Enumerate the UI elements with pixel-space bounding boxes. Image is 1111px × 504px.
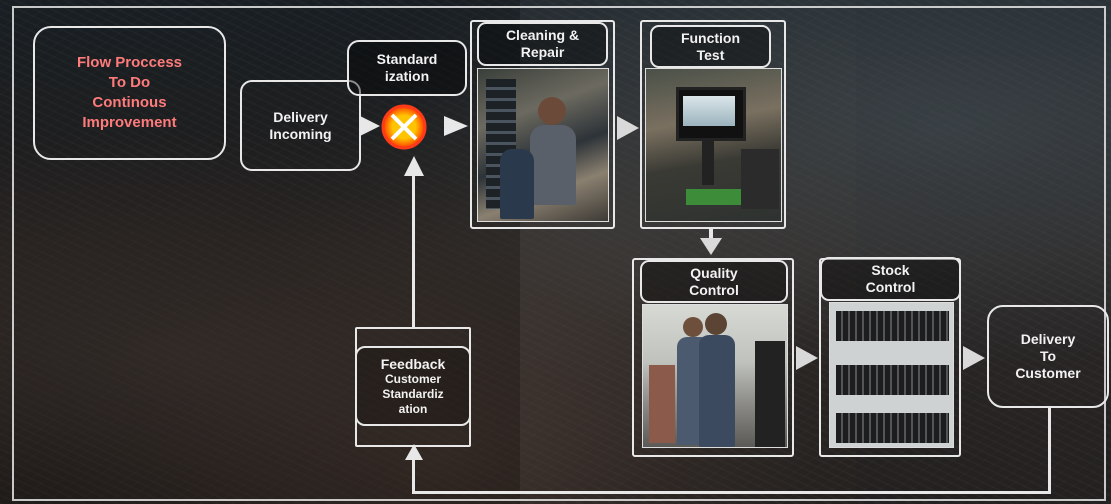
cleaning-repair-photo [477, 68, 609, 222]
feedback-title: Feedback [380, 355, 446, 372]
background-panel-left [0, 0, 520, 504]
merge-node-cross-2 [390, 113, 418, 141]
photo-stand [702, 141, 714, 185]
photo-shelf-1 [836, 311, 949, 341]
arrow-function-to-quality [700, 238, 722, 255]
step-standardization-label: Standard ization [347, 40, 467, 96]
step-function-test-frame [640, 20, 786, 229]
photo-shelf-2 [836, 365, 949, 395]
photo-inspector-head [683, 317, 703, 337]
photo-cart [649, 365, 675, 443]
arrow-quality-to-stock [796, 346, 818, 370]
function-test-photo [645, 68, 782, 222]
step-function-test-label: Function Test [650, 25, 771, 68]
photo-inspector-2-head [705, 313, 727, 335]
step-feedback: Feedback Customer Standardiz ation [355, 346, 471, 426]
flow-title: Flow Proccess To Do Continous Improvemen… [33, 26, 226, 160]
quality-control-photo [642, 304, 788, 448]
photo-device [741, 149, 779, 209]
arrow-function-to-quality-shaft [709, 229, 713, 239]
merge-node [381, 104, 427, 150]
step-stock-control-frame [819, 258, 961, 457]
photo-person-body [530, 125, 576, 205]
photo-person-2 [500, 149, 534, 219]
arrow-feedback-to-node [404, 156, 424, 176]
photo-shelf-3 [836, 413, 949, 443]
step-delivery-to-customer: Delivery To Customer [987, 305, 1109, 408]
arrow-node-to-cleaning [444, 116, 468, 136]
photo-monitor [676, 87, 746, 141]
arrow-stock-to-delivery [963, 346, 985, 370]
photo-person-head [538, 97, 566, 125]
feedback-to-node-line [412, 175, 415, 327]
stock-control-photo [829, 302, 954, 448]
photo-monitor-screen [683, 96, 735, 126]
step-cleaning-repair-label: Cleaning & Repair [477, 22, 608, 66]
arrow-incoming-to-node [360, 116, 380, 136]
arrow-into-feedback [405, 444, 423, 460]
photo-board [686, 189, 756, 205]
photo-machine [755, 341, 785, 447]
step-quality-control-frame [632, 258, 794, 457]
feedback-line-up [412, 460, 415, 494]
step-stock-control-label: Stock Control [820, 257, 961, 301]
feedback-line-bottom [412, 491, 1051, 494]
step-quality-control-label: Quality Control [640, 260, 788, 303]
step-cleaning-repair-frame [470, 20, 615, 229]
feedback-line-down [1048, 408, 1051, 494]
photo-inspector-2-body [699, 335, 735, 447]
arrow-cleaning-to-function [617, 116, 639, 140]
step-delivery-incoming: Delivery Incoming [240, 80, 361, 171]
feedback-subtitle: Customer Standardiz ation [382, 371, 444, 416]
outer-frame [12, 6, 1106, 501]
